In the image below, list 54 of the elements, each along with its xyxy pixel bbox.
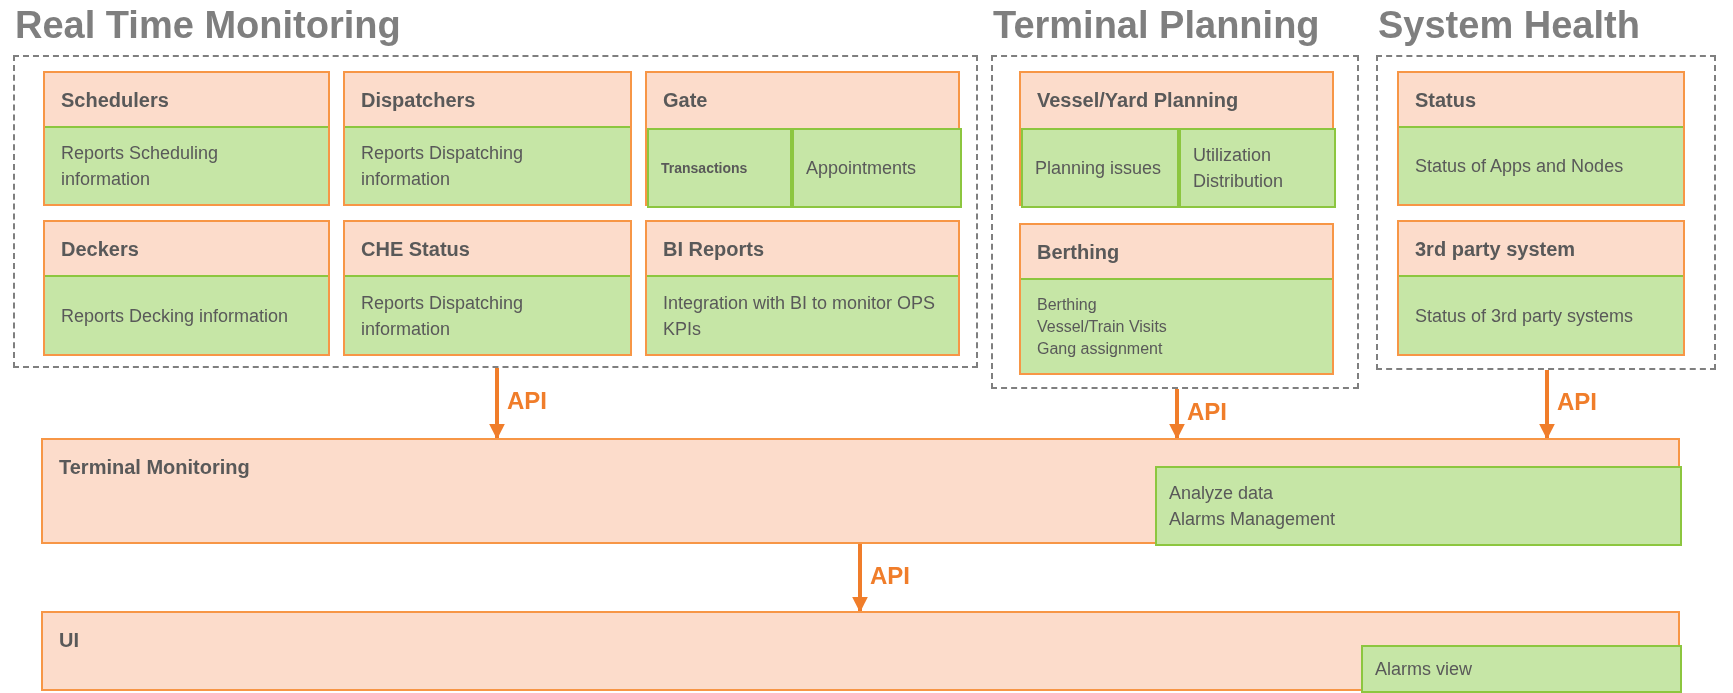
card xyxy=(1019,223,1334,375)
body-text: Status of 3rd party systems xyxy=(1415,304,1635,328)
card xyxy=(645,71,960,206)
card-title: Status xyxy=(1414,87,1478,113)
body-text: Reports Dispatching information xyxy=(361,142,525,191)
info-box xyxy=(1179,128,1336,208)
body-text: Vessel/Train Visits xyxy=(1037,316,1168,337)
card xyxy=(343,71,632,206)
card xyxy=(1397,71,1685,206)
card xyxy=(343,220,632,356)
layer-title: Terminal Monitoring xyxy=(59,455,250,480)
body-text: Reports Dispatching information xyxy=(361,291,525,341)
info-box xyxy=(1155,466,1682,546)
card xyxy=(43,220,330,356)
info-box xyxy=(1021,128,1179,208)
body-text: Reports Scheduling information xyxy=(61,142,220,191)
info-text: Utilization Distribution xyxy=(1193,144,1285,193)
body-text: Berthing xyxy=(1037,294,1098,315)
info-text: Appointments xyxy=(806,157,918,180)
card-title: CHE Status xyxy=(360,236,471,262)
body-text: Status of Apps and Nodes xyxy=(1415,155,1625,178)
card-title: Gate xyxy=(662,87,709,113)
card xyxy=(1019,71,1334,206)
card-title: 3rd party system xyxy=(1414,236,1577,262)
body-text: Integration with BI to monitor OPS KPIs xyxy=(663,291,937,341)
info-text: Alarms Management xyxy=(1169,508,1337,531)
arrow xyxy=(489,368,505,440)
info-box xyxy=(647,128,792,208)
group-title: Real Time Monitoring xyxy=(15,3,401,48)
group-title: Terminal Planning xyxy=(993,3,1320,48)
card-title: BI Reports xyxy=(662,236,766,262)
info-text: Alarms view xyxy=(1375,658,1473,681)
card-title: Dispatchers xyxy=(360,87,477,113)
group-title: System Health xyxy=(1378,3,1640,48)
arrow xyxy=(852,544,868,613)
arrow xyxy=(1169,389,1185,440)
card xyxy=(43,71,330,206)
arrow xyxy=(1539,370,1555,440)
info-text: Planning issues xyxy=(1035,157,1163,180)
info-text: Transactions xyxy=(661,159,749,178)
card-title: Berthing xyxy=(1036,239,1121,265)
card-title: Vessel/Yard Planning xyxy=(1036,87,1240,113)
card-title: Schedulers xyxy=(60,87,170,113)
info-box xyxy=(792,128,962,208)
card xyxy=(1397,220,1685,356)
layer-bar xyxy=(41,611,1680,691)
body-text: Reports Decking information xyxy=(61,304,290,328)
body-text: Gang assignment xyxy=(1037,338,1164,359)
layer-bar xyxy=(41,438,1680,544)
info-box xyxy=(1361,645,1682,693)
card xyxy=(645,220,960,356)
card-title: Deckers xyxy=(60,236,140,262)
info-text: Analyze data xyxy=(1169,482,1275,505)
layer-title: UI xyxy=(59,628,79,653)
